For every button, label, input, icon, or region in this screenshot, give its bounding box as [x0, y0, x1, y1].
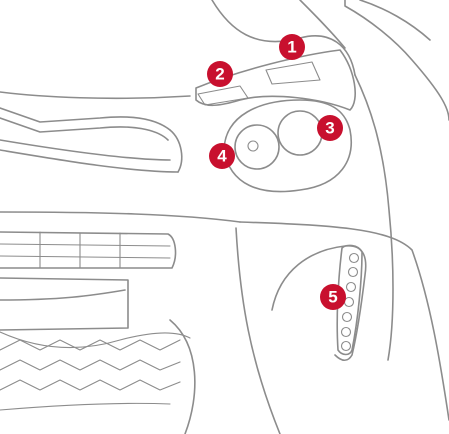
- grille-slat-1: [0, 243, 171, 247]
- headlamp-upper-housing: [195, 49, 356, 111]
- fender-top-line: [359, 0, 431, 41]
- bonnet-top-line: [299, 0, 346, 49]
- lower-bumper-curve: [169, 319, 196, 434]
- callout-label-2: 2: [215, 65, 224, 84]
- bumper-mid-line: [0, 289, 126, 301]
- brand-chevrons: [0, 107, 183, 173]
- round-headlamp-small: [234, 124, 280, 170]
- drl-led-7: [340, 340, 352, 352]
- callout-circle-1: [279, 34, 305, 60]
- bumper-crease-line: [235, 227, 281, 434]
- lower-grille: [0, 231, 191, 411]
- bonnet-edge-line: [0, 91, 191, 100]
- bumper-side-line: [239, 221, 449, 421]
- callout-circle-2: [207, 61, 233, 87]
- callout-label-5: 5: [328, 288, 337, 307]
- grille-slat-2: [0, 255, 171, 259]
- callout-label-3: 3: [325, 119, 334, 138]
- drl-housing: [271, 244, 367, 362]
- grille-frame: [0, 231, 177, 269]
- callout-circle-5: [320, 284, 346, 310]
- callout-label-4: 4: [217, 147, 227, 166]
- drl-led-3: [345, 281, 357, 293]
- drl-led-6: [340, 326, 352, 338]
- lower-intake-line: [0, 331, 191, 349]
- callout-badge-5: 5: [320, 284, 346, 310]
- lower-lamp-strip: [197, 85, 249, 106]
- callout-badge-2: 2: [207, 61, 233, 87]
- callout-circle-4: [209, 143, 235, 169]
- license-plate-area: [0, 277, 129, 331]
- round-headlamp-small-bulb: [247, 140, 259, 152]
- upper-lamp-strip: [265, 61, 321, 85]
- drl-surround: [271, 245, 367, 362]
- fender-line: [344, 0, 449, 121]
- callout-circle-3: [317, 115, 343, 141]
- lower-lip-line: [0, 402, 171, 411]
- drl-led-1: [348, 252, 360, 264]
- chevron-upper-line: [0, 107, 171, 131]
- callout-label-1: 1: [287, 38, 296, 57]
- honeycomb-row-3: [0, 379, 181, 391]
- grille-dividers: [39, 231, 121, 269]
- chevron-lower-line: [0, 117, 169, 141]
- honeycomb-row-1: [0, 339, 181, 351]
- callout-badge-3: 3: [317, 115, 343, 141]
- honeycomb-row-2: [0, 359, 181, 371]
- drl-strip-frame: [336, 244, 363, 356]
- drl-led-5: [341, 311, 353, 323]
- callout-badges: 1 2 3 4 5: [207, 34, 346, 310]
- callout-badge-4: 4: [209, 143, 235, 169]
- callout-badge-1: 1: [279, 34, 305, 60]
- bumper-top-line: [0, 211, 241, 223]
- round-headlamp-large: [277, 110, 323, 156]
- fender-edge-line: [354, 74, 394, 361]
- round-lamps-housing: [223, 99, 352, 193]
- grille-upper-bottom: [0, 149, 179, 173]
- drl-led-2: [347, 266, 359, 278]
- grille-upper-inner: [0, 139, 171, 161]
- grille-upper-end: [169, 129, 183, 173]
